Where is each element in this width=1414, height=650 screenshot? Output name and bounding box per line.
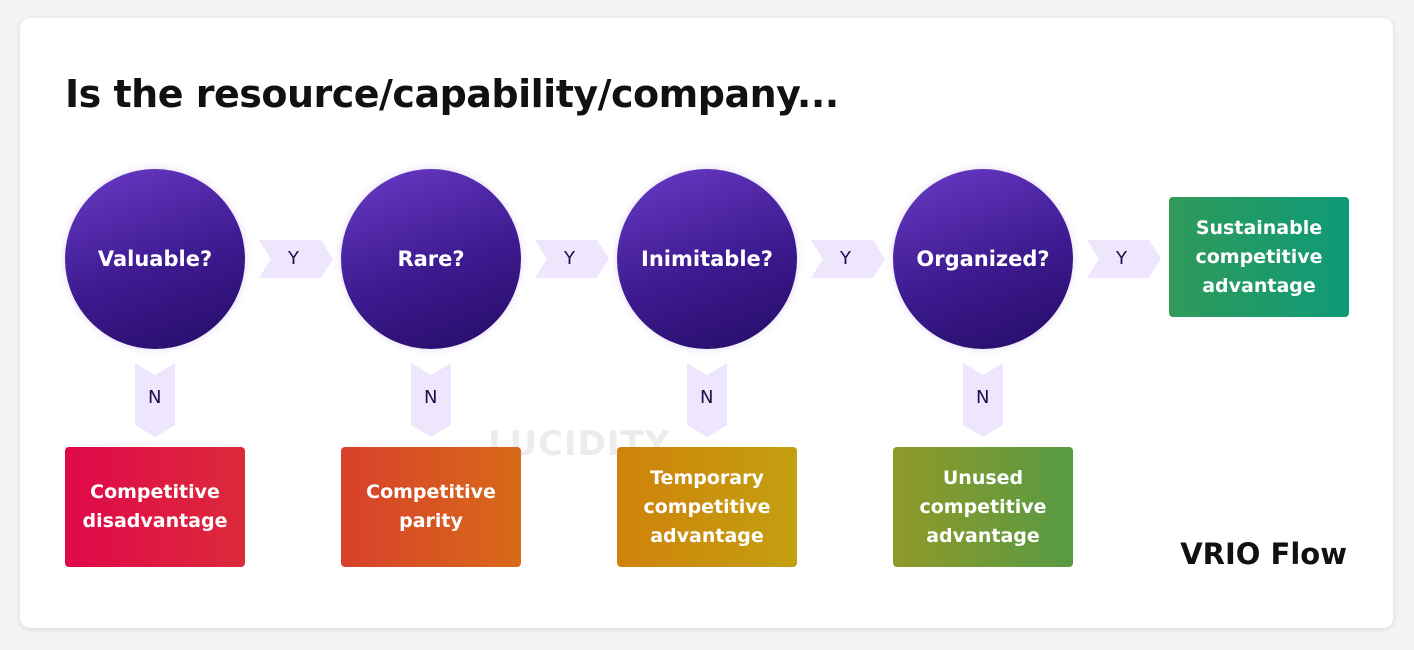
- yes-label: Y: [564, 248, 575, 269]
- outcome-box: Temporary competitive advantage: [617, 447, 797, 567]
- question-circle: Inimitable?: [617, 169, 797, 349]
- no-arrow-icon: [135, 363, 175, 437]
- question-circle: Valuable?: [65, 169, 245, 349]
- question-label: Rare?: [397, 247, 465, 271]
- yes-label: Y: [840, 248, 851, 269]
- outcome-box: Unused competitive advantage: [893, 447, 1073, 567]
- outcome-box: Competitive parity: [341, 447, 521, 567]
- outcome-label: Temporary competitive advantage: [643, 466, 771, 547]
- no-arrow-icon: [963, 363, 1003, 437]
- footer-label: VRIO Flow: [1180, 537, 1347, 571]
- outcome-label: Competitive parity: [366, 481, 496, 532]
- yes-label: Y: [288, 248, 299, 269]
- yes-arrow-icon: [259, 240, 333, 278]
- outcome-sustainable: Sustainable competitive advantage: [1169, 197, 1349, 317]
- yes-arrow-icon: [811, 240, 885, 278]
- no-label: N: [700, 387, 714, 408]
- question-label: Organized?: [916, 247, 1050, 271]
- diagram-title: Is the resource/capability/company...: [65, 72, 839, 116]
- outcome-label: Sustainable competitive advantage: [1195, 216, 1323, 297]
- no-label: N: [148, 387, 162, 408]
- yes-label: Y: [1116, 248, 1127, 269]
- outcome-label: Competitive disadvantage: [82, 481, 228, 532]
- no-label: N: [424, 387, 438, 408]
- outcome-box: Competitive disadvantage: [65, 447, 245, 567]
- question-label: Valuable?: [97, 247, 213, 271]
- yes-arrow-icon: [535, 240, 609, 278]
- no-arrow-icon: [687, 363, 727, 437]
- outcome-label: Unused competitive advantage: [919, 466, 1047, 547]
- question-circle: Organized?: [893, 169, 1073, 349]
- question-label: Inimitable?: [641, 247, 773, 271]
- yes-arrow-icon: [1087, 240, 1161, 278]
- no-label: N: [976, 387, 990, 408]
- question-circle: Rare?: [341, 169, 521, 349]
- no-arrow-icon: [411, 363, 451, 437]
